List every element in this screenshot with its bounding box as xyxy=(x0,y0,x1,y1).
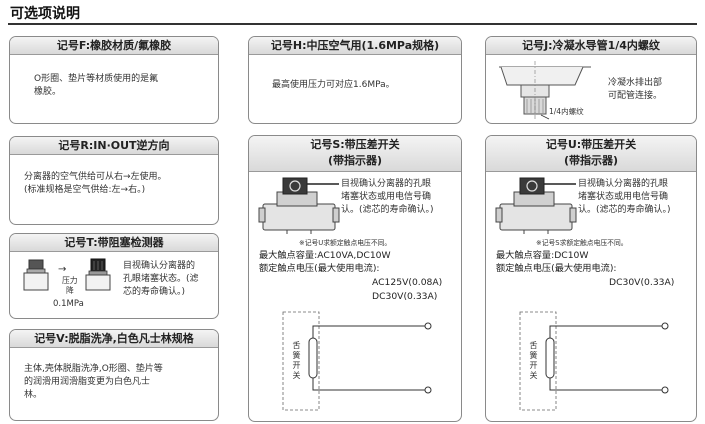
card-r-title: 记号R:IN·OUT逆方向 xyxy=(10,137,218,155)
card-s-text-line2: 堵塞状态或用电信号确 xyxy=(341,192,432,202)
card-v-text-line1: 主体,壳体脱脂洗净,O形圈、垫片等 xyxy=(24,364,163,374)
card-j-thread-label: 1/4内螺纹 xyxy=(549,107,584,116)
card-u-spec-line3: DC30V(0.33A) xyxy=(609,277,675,288)
card-t-pressure-drop-line2: 降 xyxy=(66,286,74,295)
card-r-text-line2: (标准规格是空气供给:左→右。) xyxy=(24,185,146,195)
card-u-text-line2: 堵塞状态或用电信号确 xyxy=(578,192,669,202)
card-t-text-line1: 目视确认分离器的 xyxy=(123,261,196,271)
title-divider xyxy=(8,23,697,25)
card-t-text-line3: 芯的寿命确认。) xyxy=(123,287,186,297)
card-f-text-line1: O形圈、垫片等材质使用的是氟 xyxy=(34,74,159,84)
card-option-s: 记号S:带压差开关 (带指示器) 目视确认分离器的孔眼 堵塞状态或用电信号确 认… xyxy=(248,135,462,422)
reed-switch-circuit xyxy=(519,311,669,411)
card-v-text-line3: 林。 xyxy=(24,390,43,400)
card-s-note: ※记号U求额定触点电压不同。 xyxy=(299,239,392,247)
card-s-title-line2: (带指示器) xyxy=(327,154,383,167)
pressure-switch-illustration xyxy=(495,177,577,234)
indicator-normal-illustration xyxy=(23,259,49,291)
card-u-spec-line1: 最大触点容量:DC10W xyxy=(496,250,589,261)
card-option-j: 记号J:冷凝水导管1/4内螺纹 1/4内螺纹 冷凝水排出部 可配管连接。 xyxy=(485,36,697,124)
card-r-text-line1: 分离器的空气供给可从右→左使用。 xyxy=(24,172,167,182)
pressure-switch-illustration xyxy=(258,177,340,234)
drain-port-illustration xyxy=(499,61,591,120)
card-u-title-line2: (带指示器) xyxy=(563,154,619,167)
card-u-title-line1: 记号U:带压差开关 xyxy=(545,138,637,151)
card-s-title-line1: 记号S:带压差开关 xyxy=(310,138,400,151)
card-u-note: ※记号S求额定触点电压不同。 xyxy=(536,239,628,247)
card-h-text: 最高使用压力可对应1.6MPa。 xyxy=(272,80,395,90)
card-j-text-line1: 冷凝水排出部 xyxy=(608,78,663,88)
card-f-title: 记号F:橡胶材质/氟橡胶 xyxy=(10,37,218,55)
card-s-spec-line4: DC30V(0.33A) xyxy=(372,291,438,302)
card-f-text-line2: 橡胶。 xyxy=(34,87,62,97)
card-option-t: 记号T:带阻塞检测器 → 压力 降 0.1MPa 目视确认分离器的 孔眼堵塞状态… xyxy=(9,233,219,319)
card-u-title: 记号U:带压差开关 (带指示器) xyxy=(486,136,696,172)
card-s-spec-line1: 最大触点容量:AC10VA,DC10W xyxy=(259,250,391,261)
card-v-text-line2: 的润滑用润滑脂变更为白色凡士 xyxy=(24,377,151,387)
card-t-title: 记号T:带阻塞检测器 xyxy=(10,234,218,252)
card-j-title: 记号J:冷凝水导管1/4内螺纹 xyxy=(486,37,696,55)
card-t-text-line2: 孔眼堵塞状态。(滤 xyxy=(123,274,199,284)
card-s-text-line3: 认。(滤芯的寿命确认。) xyxy=(341,205,434,215)
card-option-v: 记号V:脱脂洗净,白色凡士林规格 主体,壳体脱脂洗净,O形圈、垫片等 的润滑用润… xyxy=(9,329,219,421)
card-option-r: 记号R:IN·OUT逆方向 分离器的空气供给可从右→左使用。 (标准规格是空气供… xyxy=(9,136,219,225)
card-t-arrow: → xyxy=(58,264,67,275)
card-u-text-line1: 目视确认分离器的孔眼 xyxy=(578,179,669,189)
page-title: 可选项说明 xyxy=(10,6,80,22)
card-u-spec-line2: 额定触点电压(最大使用电流): xyxy=(496,263,617,274)
card-option-h: 记号H:中压空气用(1.6MPa规格) 最高使用压力可对应1.6MPa。 xyxy=(248,36,462,124)
card-option-f: 记号F:橡胶材质/氟橡胶 O形圈、垫片等材质使用的是氟 橡胶。 xyxy=(9,36,219,124)
indicator-triggered-illustration xyxy=(85,258,111,291)
card-t-pressure-value: 0.1MPa xyxy=(53,299,84,309)
card-u-switch-label: 舌簧开关 xyxy=(529,341,538,380)
card-t-pressure-drop-line1: 压力 xyxy=(62,276,78,285)
card-u-text-line3: 认。(滤芯的寿命确认。) xyxy=(578,205,671,215)
card-h-title: 记号H:中压空气用(1.6MPa规格) xyxy=(249,37,461,55)
card-j-text-line2: 可配管连接。 xyxy=(608,91,663,101)
reed-switch-circuit xyxy=(282,311,432,411)
card-s-spec-line2: 额定触点电压(最大使用电流): xyxy=(259,263,380,274)
card-s-title: 记号S:带压差开关 (带指示器) xyxy=(249,136,461,172)
card-s-spec-line3: AC125V(0.08A) xyxy=(372,277,443,288)
card-s-switch-label: 舌簧开关 xyxy=(292,341,301,380)
card-s-text-line1: 目视确认分离器的孔眼 xyxy=(341,179,432,189)
card-option-u: 记号U:带压差开关 (带指示器) 目视确认分离器的孔眼 堵塞状态或用电信号确 认… xyxy=(485,135,697,422)
card-v-title: 记号V:脱脂洗净,白色凡士林规格 xyxy=(10,330,218,348)
